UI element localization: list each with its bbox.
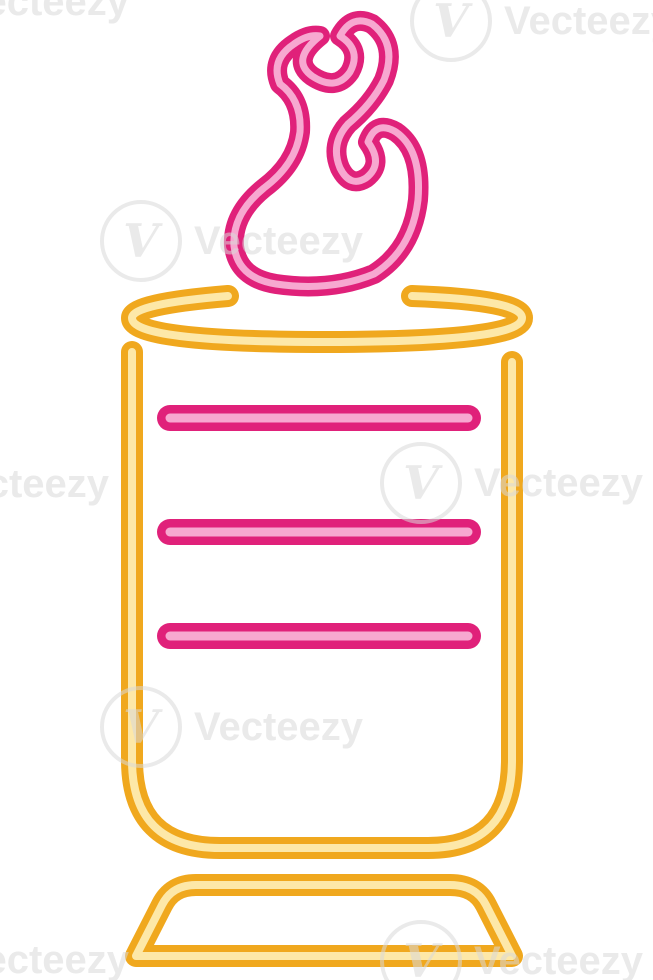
candle-base xyxy=(125,874,523,967)
flame-icon xyxy=(223,11,429,297)
candle-rim-glow xyxy=(128,292,526,346)
candle-stripes xyxy=(157,405,481,649)
candle-base-glow xyxy=(132,881,516,960)
candle-rim xyxy=(121,285,533,353)
candle-holder-body-glow xyxy=(128,348,516,852)
flame-glow xyxy=(230,17,423,290)
candle-holder xyxy=(121,341,523,859)
candle-base-outline xyxy=(125,874,523,967)
